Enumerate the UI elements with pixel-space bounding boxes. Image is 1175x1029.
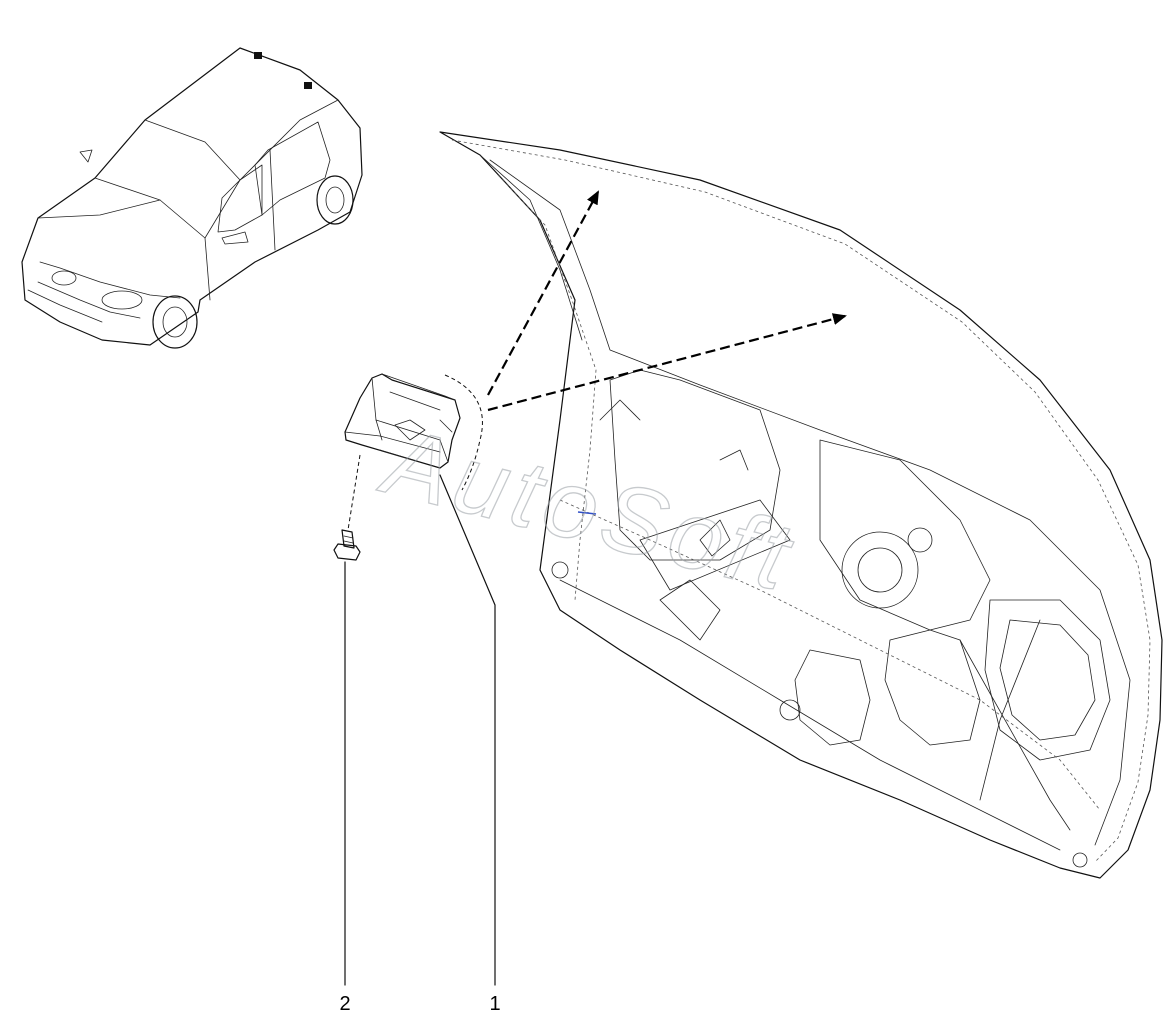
assembly-guides [347, 190, 847, 531]
callout-1: 1 [439, 474, 501, 1015]
callout-number-2: 2 [339, 993, 350, 1015]
callout-2: 2 [339, 561, 351, 1015]
car-reference-illustration [21, 47, 363, 349]
door-inner-panel [439, 131, 1163, 879]
callout-number-1: 1 [489, 993, 500, 1015]
bolt [333, 529, 361, 561]
watermark-text: AutoSoft [371, 406, 806, 612]
hinge-bracket [344, 373, 461, 469]
